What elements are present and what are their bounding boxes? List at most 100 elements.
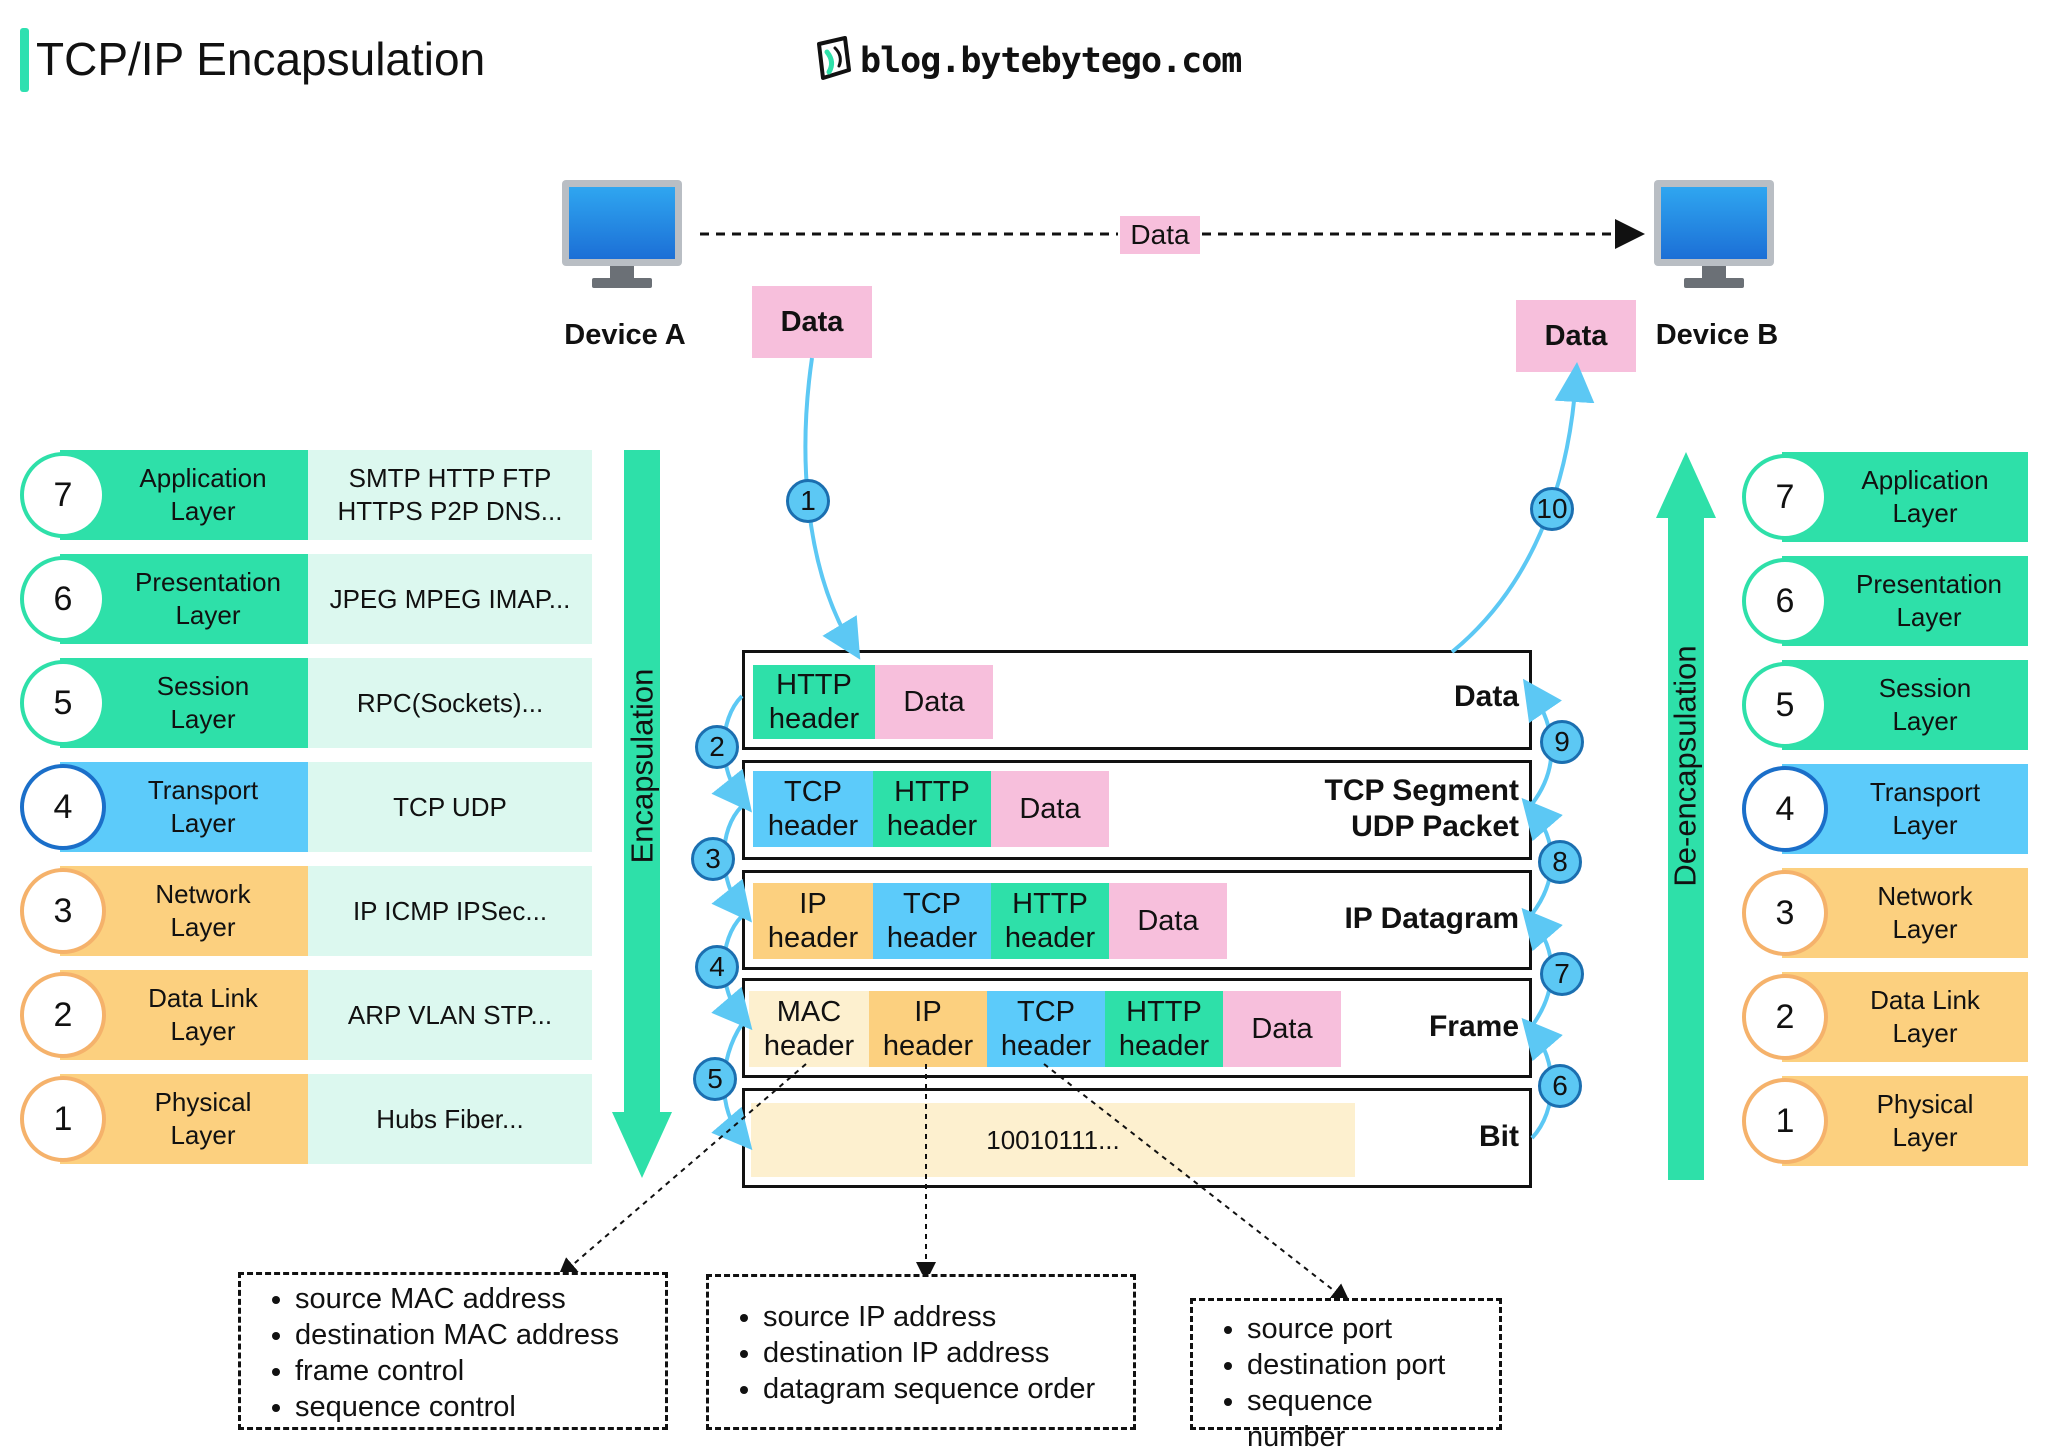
list-item: sequence control bbox=[295, 1389, 645, 1425]
device-b-label: Device B bbox=[1655, 318, 1779, 351]
layer-name-line1: Presentation bbox=[1856, 569, 2002, 599]
step-3: 3 bbox=[691, 837, 735, 881]
layer-name-line2: Layer bbox=[170, 808, 236, 838]
layer-name-line2: Layer bbox=[1892, 498, 1958, 528]
layer-name-line1: Physical bbox=[1876, 1089, 1974, 1119]
step-4: 4 bbox=[695, 945, 739, 989]
layer-protocols: IP ICMP IPSec... bbox=[308, 866, 592, 956]
layer-name-line1: Application bbox=[139, 463, 267, 493]
tcp-header-fields-note: source port destination port sequence nu… bbox=[1190, 1298, 1502, 1453]
layer-number: 3 bbox=[20, 868, 106, 954]
step-2: 2 bbox=[695, 725, 739, 769]
layer-name-line2: Layer bbox=[1892, 1122, 1958, 1152]
device-a-monitor-icon bbox=[560, 178, 684, 292]
layer-number: 7 bbox=[1742, 454, 1828, 540]
protocols-line2: HTTPS P2P DNS... bbox=[337, 496, 563, 526]
layer-protocols: JPEG MPEG IMAP... bbox=[308, 554, 592, 644]
stack-row-label: Bit bbox=[1479, 1120, 1519, 1153]
stack-row-label: Frame bbox=[1428, 1010, 1519, 1043]
seg-line2: header bbox=[886, 922, 978, 954]
title-accent-bar bbox=[20, 28, 29, 92]
layer-name-line2: Layer bbox=[1892, 914, 1958, 944]
tcp-note-pointer bbox=[1043, 1063, 1351, 1304]
layer-name-line2: Layer bbox=[170, 1016, 236, 1046]
encapsulation-arrow bbox=[612, 450, 672, 1180]
brand-url: blog.bytebytego.com bbox=[860, 41, 1242, 81]
step-5: 5 bbox=[693, 1057, 737, 1101]
layer-number: 1 bbox=[1742, 1078, 1828, 1164]
layer-name-line1: Session bbox=[1878, 673, 1972, 703]
bytebytego-logo-icon bbox=[815, 34, 853, 84]
seg-line1: TCP bbox=[784, 776, 842, 808]
list-item: destination IP address bbox=[763, 1335, 1113, 1371]
device-b-data-box: Data bbox=[1516, 300, 1636, 372]
layer-name-line1: Network bbox=[155, 879, 251, 909]
seg-line2: header bbox=[768, 703, 860, 735]
layer-name-line1: Transport bbox=[147, 775, 259, 805]
list-item: destination port bbox=[1247, 1347, 1479, 1383]
layer-protocols: ARP VLAN STP... bbox=[308, 970, 592, 1060]
layer-number: 4 bbox=[20, 764, 106, 850]
step-9: 9 bbox=[1540, 720, 1584, 764]
layer-number: 5 bbox=[1742, 662, 1828, 748]
layer-name-line1: Transport bbox=[1869, 777, 1981, 807]
layer-name-line2: Layer bbox=[170, 496, 236, 526]
layer-name-line2: Layer bbox=[170, 1120, 236, 1150]
seg-line2: header bbox=[886, 810, 978, 842]
seg-line2: header bbox=[767, 810, 859, 842]
list-item: datagram sequence order bbox=[763, 1371, 1113, 1407]
layer-name-line2: Layer bbox=[1892, 1018, 1958, 1048]
layer-name-line2: Layer bbox=[175, 600, 241, 630]
seg-line1: TCP bbox=[903, 888, 961, 920]
layer-name-line2: Layer bbox=[1892, 810, 1958, 840]
mac-header-fields-note: source MAC address destination MAC addre… bbox=[238, 1272, 668, 1430]
list-item: source MAC address bbox=[295, 1281, 645, 1317]
seg-line2: header bbox=[1118, 1030, 1210, 1062]
layer-protocols: Hubs Fiber... bbox=[308, 1074, 592, 1164]
step-10: 10 bbox=[1530, 487, 1574, 531]
bit-stream: 10010111... bbox=[751, 1103, 1355, 1177]
seg-line2: header bbox=[1000, 1030, 1092, 1062]
layer-number: 2 bbox=[20, 972, 106, 1058]
layer-name-line1: Network bbox=[1877, 881, 1973, 911]
device-a-label: Device A bbox=[564, 318, 686, 351]
layer-name-line2: Layer bbox=[170, 912, 236, 942]
data-segment: Data bbox=[1109, 883, 1227, 959]
seg-line1: TCP bbox=[1017, 996, 1075, 1028]
layer-name-line1: Session bbox=[156, 671, 250, 701]
seg-line1: HTTP bbox=[1012, 888, 1088, 920]
de-encapsulation-arrow bbox=[1656, 450, 1716, 1180]
seg-line2: header bbox=[882, 1030, 974, 1062]
mac-field-list: source MAC address destination MAC addre… bbox=[261, 1281, 645, 1425]
layer-name-line1: Presentation bbox=[135, 567, 281, 597]
list-item: destination MAC address bbox=[295, 1317, 645, 1353]
